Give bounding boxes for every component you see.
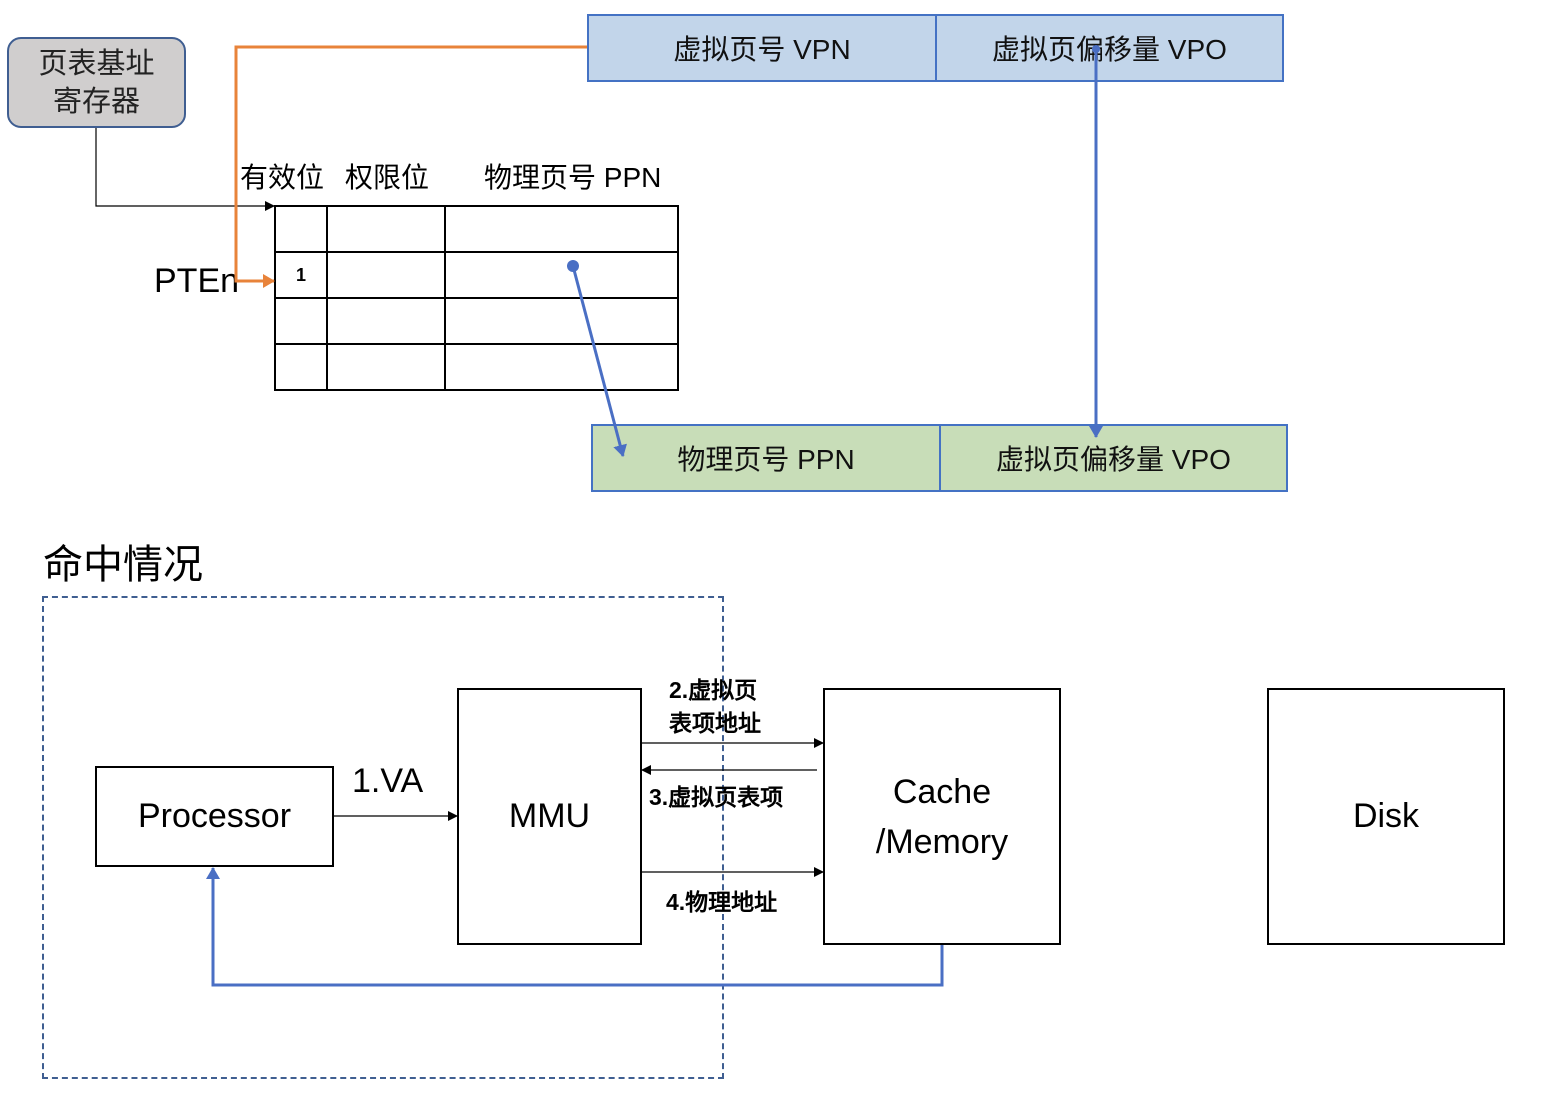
page-table-row [274,343,679,391]
mmu-block: MMU [457,688,642,945]
valid-bit-cell: 1 [274,251,328,299]
page-table: 1 [274,205,679,391]
physical-address: 物理页号 PPN 虚拟页偏移量 VPO [591,424,1288,492]
section-title: 命中情况 [43,543,203,587]
header-valid-bit: 有效位 [240,162,325,193]
processor-block: Processor [95,766,334,867]
ppn-cell [444,297,679,345]
vpo-field: 虚拟页偏移量 VPO [992,34,1227,65]
header-permission-bit: 权限位 [345,162,430,193]
permission-cell [326,251,446,299]
cache-memory-block: Cache /Memory [823,688,1061,945]
cache-label-line2: /Memory [875,822,1009,861]
page-table-row [274,205,679,253]
permission-cell [326,297,446,345]
step1-label: 1.VA [352,762,424,800]
valid-bit-cell [274,205,328,253]
step4-label: 4.物理地址 [666,889,778,915]
step3-label: 3.虚拟页表项 [649,784,784,810]
permission-cell [326,205,446,253]
ppn-cell [444,205,679,253]
step2-label-line2: 表项地址 [669,710,761,736]
disk-block: Disk [1267,688,1505,945]
page-table-row: 1 [274,251,679,299]
valid-bit-cell [274,343,328,391]
vpo-field-physical: 虚拟页偏移量 VPO [996,444,1231,475]
vpn-field: 虚拟页号 VPN [589,16,937,80]
register-label-line1: 页表基址 [38,47,155,80]
pten-label: PTEn [154,262,240,300]
step2-label: 2.虚拟页 表项地址 [669,674,761,740]
register-label-line2: 寄存器 [52,85,140,118]
valid-bit-cell [274,297,328,345]
cpu-chip-boundary [42,596,724,1079]
ppn-field: 物理页号 PPN [593,426,941,490]
header-ppn: 物理页号 PPN [484,162,662,193]
step2-label-line1: 2.虚拟页 [669,677,758,703]
page-table-base-register: 页表基址 寄存器 [7,37,186,128]
virtual-address: 虚拟页号 VPN 虚拟页偏移量 VPO [587,14,1284,82]
permission-cell [326,343,446,391]
cache-label-line1: Cache [892,772,992,811]
ppn-cell [444,343,679,391]
page-table-row [274,297,679,345]
ppn-cell [444,251,679,299]
